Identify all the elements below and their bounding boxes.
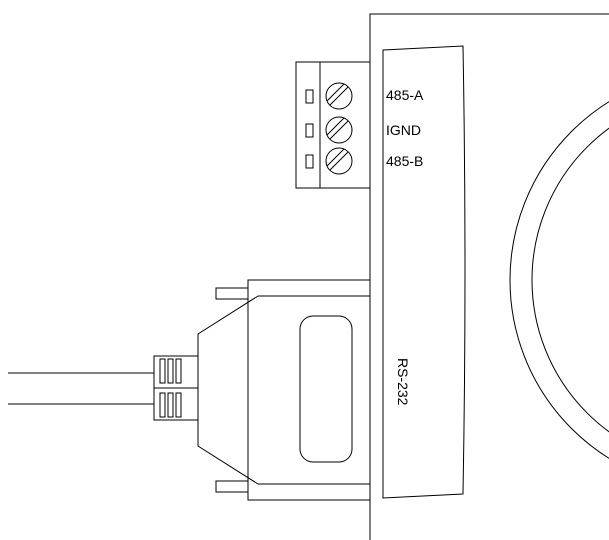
- strain-rib-2: [167, 358, 174, 384]
- outer-cover-arc: [509, 101, 609, 459]
- label-rs232: RS-232: [395, 358, 411, 406]
- strain-rib-6: [175, 392, 182, 418]
- screw-slot-2b: [326, 117, 345, 136]
- strain-relief: [153, 355, 199, 421]
- screw-slot-1a: [329, 86, 349, 106]
- label-485-a: 485-A: [386, 87, 424, 103]
- screw-slot-3b: [326, 148, 345, 167]
- terminal-slot-1: [305, 89, 314, 104]
- thumb-screw-top: [215, 287, 249, 300]
- strain-rib-4: [159, 392, 166, 418]
- screw-terminal-3: [325, 147, 353, 175]
- strain-rib-3: [175, 358, 182, 384]
- inner-cover-arc: [531, 127, 609, 433]
- strain-rib-1: [159, 358, 166, 384]
- screw-terminal-2: [325, 116, 353, 144]
- cable: [8, 355, 199, 421]
- label-ignd: IGND: [386, 122, 421, 138]
- terminal-block: [295, 61, 371, 189]
- screw-slot-3a: [329, 151, 349, 171]
- label-485-b: 485-B: [386, 153, 423, 169]
- screw-slot-2a: [329, 120, 349, 140]
- front-panel-strip: [382, 45, 466, 499]
- terminal-block-body: [295, 61, 371, 189]
- terminal-slot-3: [305, 154, 314, 169]
- strain-rib-5: [167, 392, 174, 418]
- rs232-connector: [197, 279, 370, 501]
- screw-slot-1b: [326, 83, 345, 102]
- device-enclosure: [369, 13, 609, 540]
- terminal-slot-2: [305, 123, 314, 138]
- connector-hood: [197, 295, 259, 485]
- connector-flange: [247, 279, 370, 501]
- screw-terminal-1: [325, 82, 353, 110]
- connector-window: [299, 315, 353, 463]
- thumb-screw-bottom: [215, 480, 249, 493]
